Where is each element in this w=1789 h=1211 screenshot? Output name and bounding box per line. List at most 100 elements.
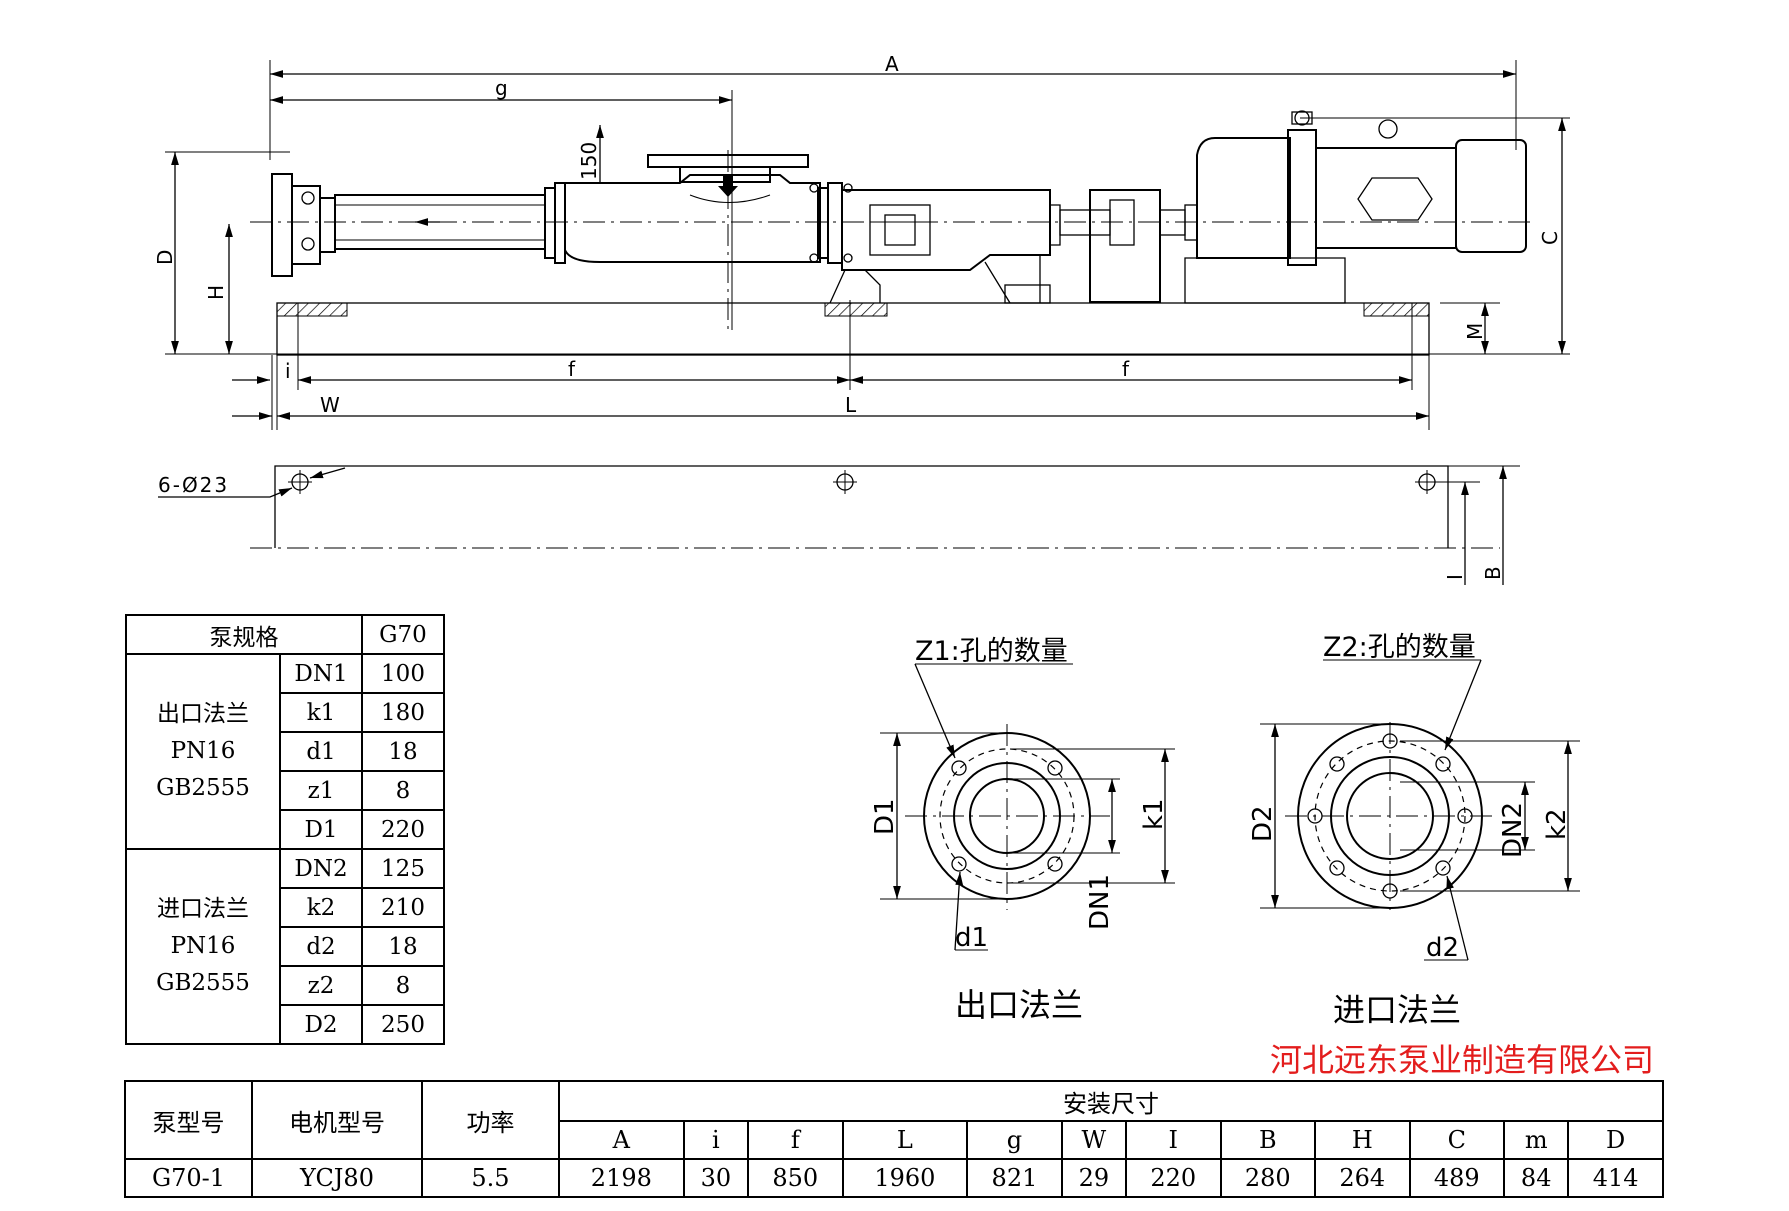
spec-row: k1 180 [126, 692, 445, 733]
spec-value: 250 [361, 1004, 445, 1045]
spec-row: k2 210 [126, 887, 445, 928]
dim-label-M: M [1463, 323, 1487, 340]
install-value-cell: 489 [1408, 1158, 1506, 1198]
spec-param: d2 [279, 926, 363, 967]
label-k1: k1 [1139, 798, 1169, 830]
install-column-header: B [1219, 1120, 1317, 1160]
spec-row: D2 250 [126, 1004, 445, 1045]
label-D1: D1 [870, 798, 900, 835]
dim-label-A: A [885, 52, 899, 76]
dim-label-L: L [845, 393, 857, 417]
install-column-header: f [747, 1120, 844, 1160]
outlet-flange-diagram: Z1:孔的数量 D1 k1 DN1 d1 [870, 636, 1175, 953]
base-plate-view: 6-Ø23 I B [158, 465, 1520, 585]
spec-row: z2 8 [126, 965, 445, 1006]
spec-param: k2 [279, 887, 363, 928]
dim-label-H: H [204, 285, 228, 300]
install-column-header: m [1503, 1120, 1570, 1160]
install-value-cell: 29 [1060, 1158, 1128, 1198]
outlet-count-label: Z1:孔的数量 [915, 636, 1068, 667]
install-column-header: C [1408, 1120, 1506, 1160]
install-value-cell: 821 [966, 1158, 1063, 1198]
dim-label-I: I [1443, 574, 1467, 580]
motor-model-header: 电机型号 [251, 1080, 423, 1160]
spec-param: D1 [279, 809, 363, 850]
spec-param: z2 [279, 965, 363, 1006]
spec-value: 18 [361, 731, 445, 772]
install-column-header: W [1060, 1120, 1128, 1160]
spec-header-row: 泵规格 G70 [125, 614, 445, 655]
spec-row: d2 18 [126, 926, 445, 967]
dim-label-f-right: f [1122, 357, 1130, 381]
spec-value: 220 [361, 809, 445, 850]
spec-param: DN2 [279, 848, 363, 889]
install-value-cell: 84 [1503, 1158, 1570, 1198]
install-column-header: i [682, 1120, 750, 1160]
label-DN1: DN1 [1085, 874, 1115, 930]
spec-param: k1 [279, 692, 363, 733]
install-value-cell: 220 [1125, 1158, 1222, 1198]
install-value-cell: 264 [1314, 1158, 1411, 1198]
spec-value: 210 [361, 887, 445, 928]
spec-value: 8 [361, 965, 445, 1006]
motor-model-cell: YCJ80 [251, 1158, 423, 1198]
install-value-cell: 280 [1219, 1158, 1317, 1198]
spec-row: z1 8 [126, 770, 445, 811]
install-column-header: g [966, 1120, 1063, 1160]
spec-value: 8 [361, 770, 445, 811]
dim-label-150: 150 [577, 142, 601, 180]
inlet-group-line: 进口法兰 [157, 896, 249, 922]
label-D2: D2 [1248, 805, 1278, 842]
dim-label-B: B [1481, 566, 1505, 580]
mounting-hole-middle [833, 470, 857, 494]
install-value-cell: 414 [1567, 1158, 1664, 1198]
power-cell: 5.5 [421, 1158, 560, 1198]
inlet-group-line: PN16 [170, 933, 236, 959]
label-d1: d1 [955, 923, 988, 953]
inlet-flange-caption: 进口法兰 [1333, 991, 1462, 1029]
inlet-group-line: GB2555 [156, 970, 250, 996]
dim-label-f-left: f [568, 357, 576, 381]
install-column-header: I [1125, 1120, 1222, 1160]
mounting-hole-left [288, 470, 312, 494]
label-k2: k2 [1542, 808, 1572, 840]
install-value-cell: 30 [682, 1158, 750, 1198]
spec-model: G70 [361, 614, 445, 655]
pump-assembly-view: A g D H [153, 52, 1570, 430]
inlet-group-label: 进口法兰 PN16 GB2555 [125, 848, 281, 1045]
inlet-count-label: Z2:孔的数量 [1323, 632, 1476, 663]
spec-value: 100 [361, 653, 445, 694]
spec-param: DN1 [279, 653, 363, 694]
spec-value: 18 [361, 926, 445, 967]
install-column-header: A [558, 1120, 685, 1160]
outlet-group-line: GB2555 [156, 775, 250, 801]
spec-param: d1 [279, 731, 363, 772]
outlet-group-line: PN16 [170, 738, 236, 764]
outlet-flange-caption: 出口法兰 [955, 986, 1084, 1024]
spec-row: d1 18 [126, 731, 445, 772]
install-dims-header: 安装尺寸 [558, 1080, 1664, 1122]
pump-model-header: 泵型号 [124, 1080, 253, 1160]
pump-model-cell: G70-1 [124, 1158, 253, 1198]
install-column-header: H [1314, 1120, 1411, 1160]
spec-header-label: 泵规格 [125, 614, 363, 655]
label-d2: d2 [1426, 933, 1459, 963]
spec-row: 出口法兰 PN16 GB2555 DN1 100 [125, 653, 445, 850]
label-DN2: DN2 [1498, 802, 1528, 858]
spec-param: z1 [279, 770, 363, 811]
outlet-group-line: 出口法兰 [157, 701, 249, 727]
company-name: 河北远东泵业制造有限公司 [1270, 1041, 1655, 1079]
install-column-header: L [841, 1120, 969, 1160]
dim-label-W: W [320, 393, 340, 417]
install-value-cell: 2198 [558, 1158, 685, 1198]
spec-row: D1 220 [126, 809, 445, 850]
spec-row: 进口法兰 PN16 GB2555 DN2 125 [125, 848, 445, 1045]
inlet-flange-diagram: Z2:孔的数量 D2 k2 DN2 d2 [1248, 632, 1580, 963]
dim-label-C: C [1538, 231, 1562, 245]
install-column-header: D [1567, 1120, 1664, 1160]
outlet-group-label: 出口法兰 PN16 GB2555 [125, 653, 281, 850]
holes-label: 6-Ø23 [158, 473, 229, 497]
pump-spec-table: 泵规格 G70 出口法兰 PN16 GB2555 DN1 100 k1 180 … [125, 614, 445, 1045]
